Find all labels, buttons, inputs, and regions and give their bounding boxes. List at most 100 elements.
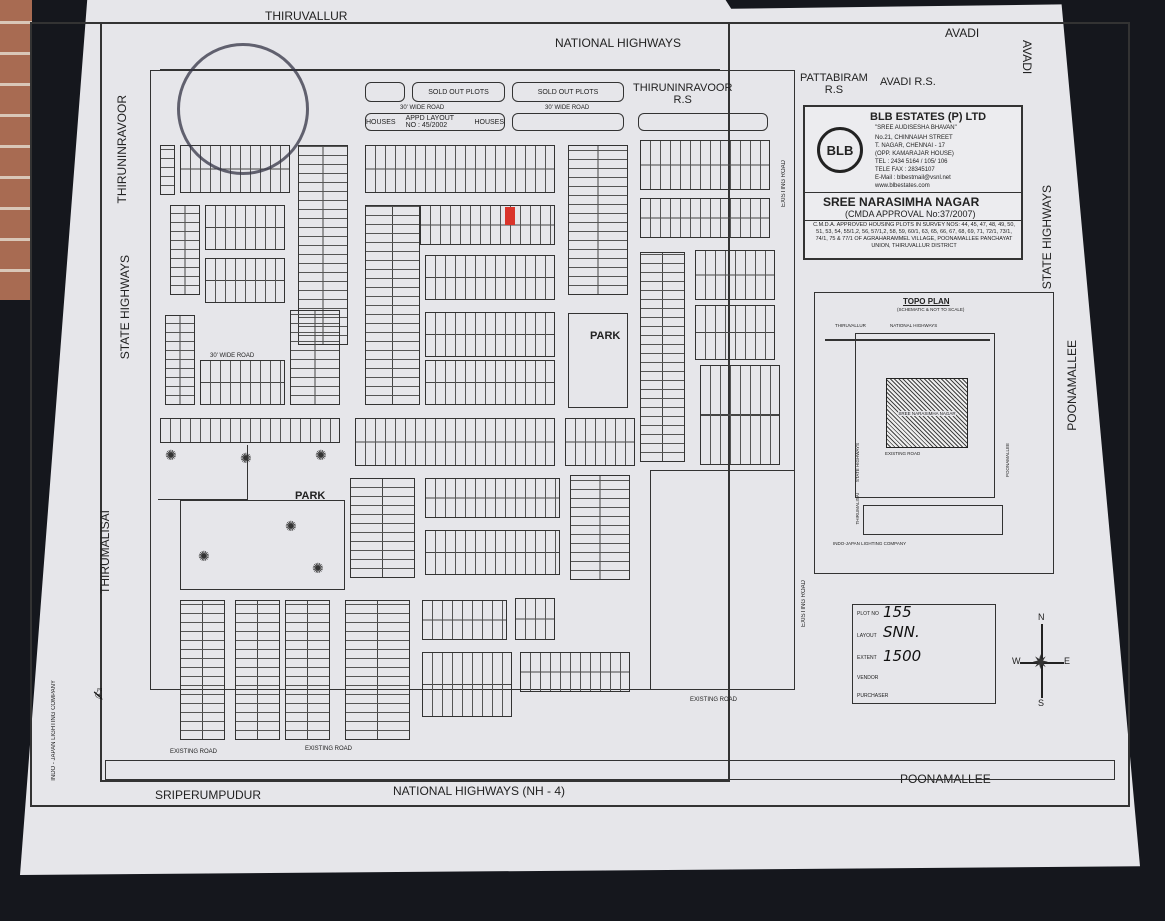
label-avadi: AVADI [945,26,980,40]
layout-value: SNN. [883,623,920,641]
plot-strip [365,82,405,102]
label-pattabiram-rs: PATTABIRAM R.S [800,72,868,96]
park-label: PARK [590,330,621,342]
park-boundary [158,445,248,500]
label-wide-road: 30' WIDE ROAD [400,105,445,111]
plot-block [160,418,340,443]
national-highway-road [160,40,720,70]
address-line: No.21, CHINNAIAH STREET [875,135,953,141]
stamp [177,43,309,175]
plot-block [205,205,285,250]
topo-label: THIRUVALLUR [835,323,866,328]
email[interactable]: E-Mail : blbestmail@vsnl.net [875,175,951,181]
sold-out-plots: SOLD OUT PLOTS [512,82,624,102]
topo-title: TOPO PLAN [903,297,950,306]
plot-no-value: 155 [883,603,912,621]
plot-block [365,145,555,193]
plot-strip [512,113,624,131]
label-wide-road: 30' WIDE ROAD [545,105,590,111]
sold-out-label: SOLD OUT PLOTS [537,88,599,96]
plot-block [425,312,555,357]
topo-plan: TOPO PLAN (SCHEMATIC & NOT TO SCALE) THI… [814,292,1054,574]
handwritten-signature: ✍ [90,687,108,700]
tree-icon: ✺ [315,447,327,463]
plot-block [200,360,285,405]
plot-block [350,478,415,578]
label-existing-road: EXISTING ROAD [781,160,787,208]
vendor-label: VENDOR [857,675,879,681]
appd-layout-label: APPD LAYOUT NO : 45/2002 [405,115,454,129]
sold-out-plots: SOLD OUT PLOTS [412,82,505,102]
plot-block [290,310,340,405]
label-indo-japan: INDO - JAPAN LIGHTING COMPANY [51,680,57,781]
outer-frame [30,22,1130,807]
label-thiruninravoor-rs: THIRUNINRAVOOR R.S [633,82,733,106]
extent-value: 1500 [883,647,922,665]
label-thirumalisai: THIRUMALISAI [98,510,112,595]
website[interactable]: www.blbestates.com [875,183,930,189]
fax: TELE FAX : 28345107 [875,167,935,173]
plot-block [420,205,555,245]
label-state-highways-right: STATE HIGHWAYS [1040,185,1054,290]
plot-strip [638,113,768,131]
approval-number: (CMDA APPROVAL No:37/2007) [845,209,976,219]
label-existing-road: EXISTING ROAD [801,580,807,628]
plot-block [355,418,555,466]
tree-icon: ✺ [165,447,177,463]
plot-block [422,652,512,717]
plot-block [640,198,770,238]
building-name: "SREE AUDISESHA BHAVAN" [875,125,957,131]
plot-block [425,360,555,405]
topo-label: THIRUMALISAI [855,493,860,525]
title-block: BLB BLB ESTATES (P) LTD "SREE AUDISESHA … [803,105,1023,260]
plot-block [695,250,775,300]
label-poonamallee-vertical: POONAMALLEE [1065,340,1079,431]
compass-s: S [1038,698,1045,708]
park-label: PARK [295,490,326,502]
blb-logo: BLB [817,127,863,173]
compass-e: E [1064,656,1071,666]
company-name: BLB ESTATES (P) LTD [870,111,987,123]
label-existing-road: EXISTING ROAD [305,746,353,752]
tree-icon: ✺ [285,518,297,534]
telephone: TEL : 2434 5164 / 105/ 106 [875,159,948,165]
extent-label: EXTENT [857,655,877,661]
survey-description: C.M.D.A. APPROVED HOUSING PLOTS IN SURVE… [813,222,1015,249]
label-existing-road: EXISTING ROAD [170,749,218,755]
label-poonamallee: POONAMALLEE [900,772,991,786]
plot-block [205,258,285,303]
reserved-area [650,470,795,690]
label-thiruninravoor: THIRUNINRAVOOR [115,95,129,204]
brick-wall [0,0,32,300]
topo-label: POONAMALLEE [1005,443,1010,478]
label-avadi-rs: AVADI R.S. [880,76,936,88]
topo-label: EXISTING ROAD [885,451,921,456]
address-line: (OPP. KAMARAJAR HOUSE) [875,151,954,157]
compass-star-icon: ✷ [1032,652,1049,674]
plot-block [640,140,770,190]
project-name: SREE NARASIMHA NAGAR [823,195,980,209]
plot-block [285,600,330,740]
plot-block [425,530,560,575]
park-area [180,500,345,590]
plot-block [568,145,628,295]
plot-info-box: PLOT NO 155 LAYOUT SNN. EXTENT 1500 VEND… [852,603,996,704]
tree-icon: ✺ [312,560,324,576]
site-hatched-area: SREE NARASIMHA NAGAR [886,378,968,448]
label-sriperumpudur: SRIPERUMPUDUR [155,788,262,802]
label-national-highways: NATIONAL HIGHWAYS [555,36,682,50]
plot-block [570,475,630,580]
plot-block [235,600,280,740]
label-existing-road: EXISTING ROAD [690,697,738,703]
plot-block [165,315,195,405]
address-line: T. NAGAR, CHENNAI - 17 [875,143,946,149]
tree-icon: ✺ [198,548,210,564]
nh4-road [105,760,1115,780]
logo-text: BLB [826,142,854,158]
highlighted-plot [505,207,515,225]
label-wide-road: 30' WIDE ROAD [210,353,255,359]
plot-block [515,598,555,640]
topo-label: STATE HIGHWAYS [855,443,860,483]
topo-label: INDO-JAPAN LIGHTING COMPANY [833,541,907,546]
